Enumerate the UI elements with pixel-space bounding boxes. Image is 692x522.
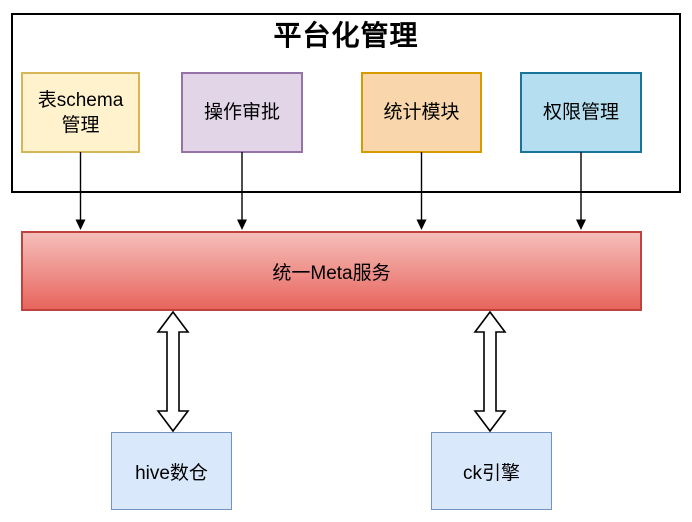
module-label-table-schema: 表schema 管理 xyxy=(37,89,124,136)
module-box-statistics: 统计模块 xyxy=(361,72,482,153)
storage-box-hive: hive数仓 xyxy=(111,432,232,510)
storage-label-ck: ck引擎 xyxy=(462,462,520,484)
double-arrow-meta-hive xyxy=(156,310,190,433)
double-arrow-meta-ck xyxy=(473,310,507,433)
module-box-operation-approval: 操作审批 xyxy=(181,72,303,153)
storage-label-hive: hive数仓 xyxy=(135,462,208,484)
module-box-table-schema: 表schema 管理 xyxy=(21,72,140,153)
module-label-operation-approval: 操作审批 xyxy=(203,102,280,123)
meta-service-bar: 统一Meta服务 xyxy=(21,231,642,311)
platform-title: 平台化管理 xyxy=(273,20,419,51)
module-label-statistics: 统计模块 xyxy=(383,102,460,123)
meta-service-label: 统一Meta服务 xyxy=(272,262,391,284)
module-label-permission: 权限管理 xyxy=(542,102,619,123)
module-box-permission: 权限管理 xyxy=(520,72,642,153)
storage-box-ck: ck引擎 xyxy=(431,432,552,510)
